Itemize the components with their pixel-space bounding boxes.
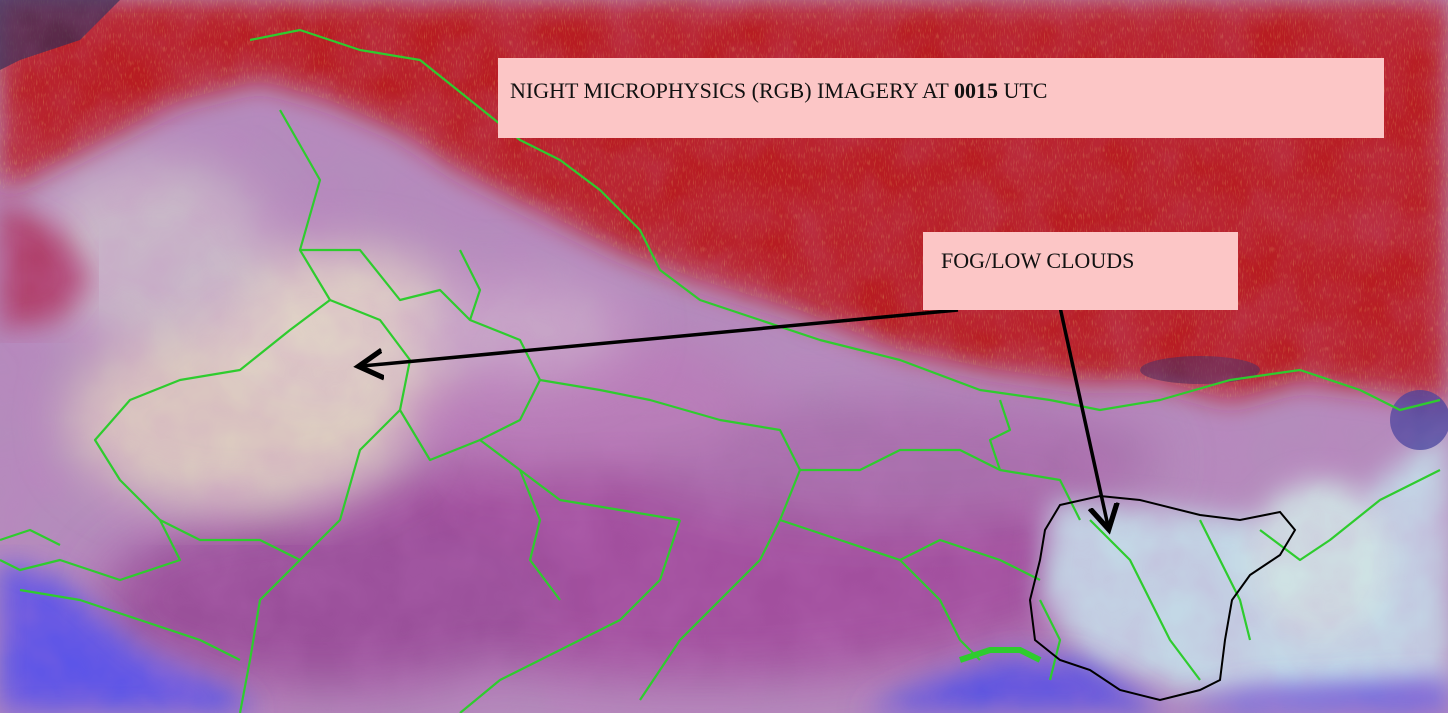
title-time: 0015 — [953, 78, 998, 103]
imagery-title-box: NIGHT MICROPHYSICS (RGB) IMAGERY AT 0015… — [498, 58, 1384, 138]
coastline — [959, 647, 1042, 663]
imagery-title: NIGHT MICROPHYSICS (RGB) IMAGERY AT 0015… — [510, 78, 1047, 104]
fog-label: FOG/LOW CLOUDS — [941, 248, 1135, 273]
fog-label-box: FOG/LOW CLOUDS — [923, 232, 1238, 310]
arrow-to-plains-fog — [362, 308, 959, 366]
boundaries — [0, 28, 1441, 713]
title-prefix: NIGHT MICROPHYSICS (RGB) IMAGERY AT — [510, 78, 954, 103]
title-suffix: UTC — [997, 78, 1048, 103]
arrow-to-northeast-fog — [1056, 297, 1108, 526]
fog-region-outline — [1028, 494, 1297, 702]
